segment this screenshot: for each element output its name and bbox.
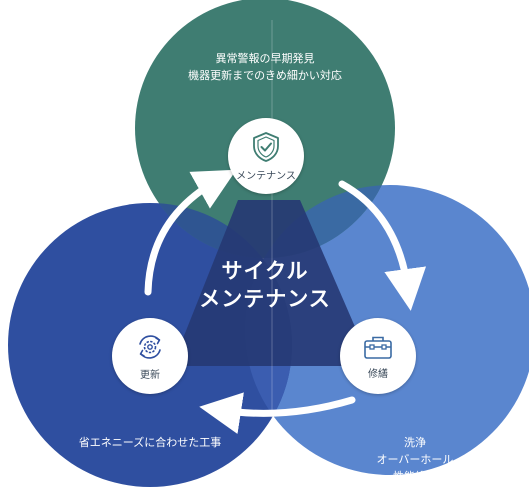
shield-check-icon xyxy=(253,131,279,162)
repair-desc-line-3: 性能維持 xyxy=(393,470,437,483)
cycle-maintenance-title: サイクル メンテナンス xyxy=(185,257,345,313)
center-title-line-1: サイクル xyxy=(221,259,309,283)
maintenance-description: 異常警報の早期発見 機器更新までのきめ細かい対応 xyxy=(150,50,380,84)
repair-label: 修繕 xyxy=(368,368,388,380)
renewal-node: 更新 xyxy=(112,318,188,394)
maintenance-desc-line-2: 機器更新までのきめ細かい対応 xyxy=(188,69,342,82)
repair-description: 洗浄 オーバーホール 性能維持 xyxy=(360,434,470,485)
gear-cycle-icon xyxy=(139,334,161,359)
center-title-line-2: メンテナンス xyxy=(199,287,331,311)
repair-desc-line-2: オーバーホール xyxy=(376,453,454,466)
maintenance-label: メンテナンス xyxy=(236,170,296,182)
maintenance-node: メンテナンス xyxy=(228,118,304,194)
repair-node: 修繕 xyxy=(340,318,416,394)
repair-desc-line-1: 洗浄 xyxy=(404,436,426,449)
maintenance-desc-line-1: 異常警報の早期発見 xyxy=(215,52,315,65)
arrow-right-to-left xyxy=(199,392,356,434)
arrow-left-to-top xyxy=(144,169,237,296)
renewal-description: 省エネニーズに合わせた工事 xyxy=(78,436,222,449)
arrow-top-to-right xyxy=(338,180,427,311)
center-triangle xyxy=(172,200,372,366)
toolbox-icon xyxy=(364,336,392,359)
renewal-label: 更新 xyxy=(140,369,160,381)
